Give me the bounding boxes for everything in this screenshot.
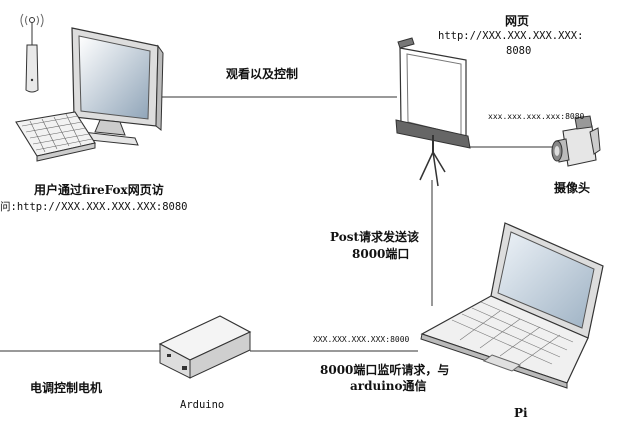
camera-address-label: xxx.xxx.xxx.xxx:8080 xyxy=(488,112,585,121)
webpage-port: 8080 xyxy=(506,45,532,57)
keyboard-icon xyxy=(15,111,96,162)
webpage-url: http://XXX.XXX.XXX.XXX: xyxy=(438,30,584,42)
connection-lines xyxy=(0,96,555,352)
post-request-line-2: 8000端口 xyxy=(352,247,410,261)
view-control-label: 观看以及控制 xyxy=(226,67,299,81)
webpage-title: 网页 xyxy=(505,14,530,28)
arduino-board-icon xyxy=(158,315,252,379)
arduino-label: Arduino xyxy=(180,399,225,411)
post-request-line-1: Post请求发送该 xyxy=(330,230,420,244)
pi-label: Pi xyxy=(514,406,528,420)
antenna-icon xyxy=(20,13,44,93)
user-access-line-2: 问:http://XXX.XXX.XXX.XXX:8080 xyxy=(0,201,188,213)
camera-icon xyxy=(551,115,601,167)
laptop-icon xyxy=(420,222,604,389)
user-access-line-1: 用户通过fireFox网页访 xyxy=(34,183,164,197)
motor-label: 电调控制电机 xyxy=(30,381,103,395)
listen-line-2: arduino通信 xyxy=(350,379,427,393)
camera-label: 摄像头 xyxy=(554,181,591,195)
user-monitor-icon xyxy=(71,27,164,146)
listen-line-1: 8000端口监听请求，与 xyxy=(320,363,450,377)
pi-address-label: XXX.XXX.XXX.XXX:8000 xyxy=(313,335,410,344)
projector-screen-icon xyxy=(395,37,471,187)
